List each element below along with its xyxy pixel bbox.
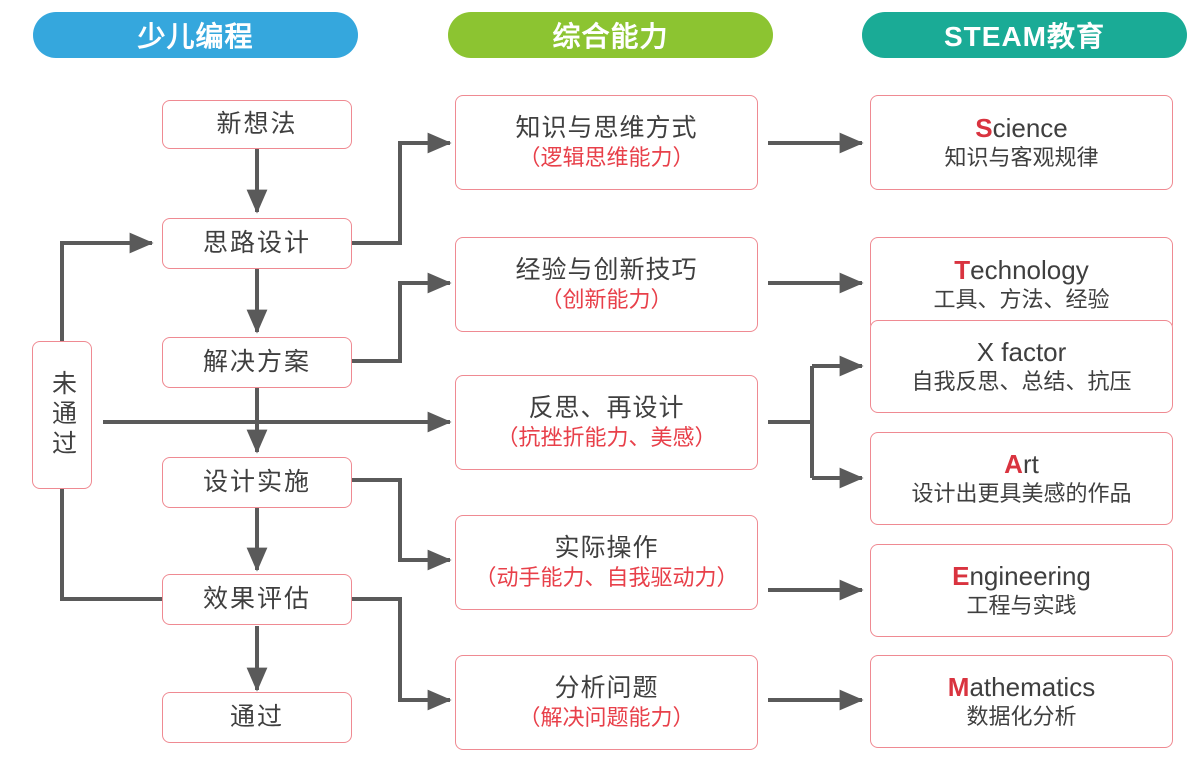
node-not-pass-label: 未通过 [48,370,77,460]
node-art-subtitle: 设计出更具美感的作品 [911,481,1132,507]
header-label-abilities: 综合能力 [552,21,669,52]
node-technology-title: Technology [954,254,1088,287]
node-technology-cap: T [954,254,971,285]
node-xfactor-title: X factor [977,336,1067,369]
node-not-pass[interactable]: 未通过 [32,341,92,489]
node-engineering-cap: E [952,560,970,591]
node-analyze-problem[interactable]: 分析问题 （解决问题能力） [455,655,758,750]
node-evaluate-label: 效果评估 [202,584,311,613]
node-mathematics-title: Mathematics [948,671,1095,704]
node-analyze-problem-title: 分析问题 [554,673,659,702]
node-solution[interactable]: 解决方案 [162,337,352,388]
node-implement-label: 设计实施 [202,467,311,496]
node-experience-innovation-subtitle: （创新能力） [540,286,673,312]
node-xfactor[interactable]: X factor 自我反思、总结、抗压 [870,320,1173,413]
node-reflect-redesign-subtitle: （抗挫折能力、美感） [496,424,717,450]
node-mathematics[interactable]: Mathematics 数据化分析 [870,655,1173,748]
wire-ideadesign-to-knowledge [352,132,452,245]
node-new-idea-label: 新想法 [216,109,298,138]
node-science-title: Science [975,112,1068,145]
wire-evaluate-to-notpass [60,489,162,601]
node-engineering-subtitle: 工程与实践 [966,593,1077,619]
node-xfactor-rest: X factor [976,336,1067,367]
node-science-rest: cience [992,112,1068,143]
node-hands-on-title: 实际操作 [554,533,659,562]
node-hands-on-subtitle: （动手能力、自我驱动力） [474,564,739,590]
node-solution-label: 解决方案 [202,347,311,376]
node-implement[interactable]: 设计实施 [162,457,352,508]
node-experience-innovation[interactable]: 经验与创新技巧 （创新能力） [455,237,758,332]
node-art-cap: A [1004,448,1023,479]
node-experience-innovation-title: 经验与创新技巧 [515,255,698,284]
node-pass-label: 通过 [229,702,284,731]
node-hands-on[interactable]: 实际操作 （动手能力、自我驱动力） [455,515,758,610]
node-science[interactable]: Science 知识与客观规律 [870,95,1173,190]
node-art[interactable]: Art 设计出更具美感的作品 [870,432,1173,525]
header-pill-steam: STEAM教育 [862,12,1187,58]
node-knowledge-thinking[interactable]: 知识与思维方式 （逻辑思维能力） [455,95,758,190]
wire-evaluate-to-analyze [352,597,452,711]
node-idea-design[interactable]: 思路设计 [162,218,352,269]
node-science-subtitle: 知识与客观规律 [944,145,1099,171]
wire-solution-to-experience [352,272,452,363]
node-engineering-rest: ngineering [969,560,1091,591]
wire-notpass-to-ideadesign [60,232,154,341]
node-mathematics-subtitle: 数据化分析 [966,704,1077,730]
node-mathematics-rest: athematics [969,671,1096,702]
node-technology[interactable]: Technology 工具、方法、经验 [870,237,1173,332]
node-art-rest: rt [1022,448,1039,479]
node-art-title: Art [1004,448,1039,481]
node-technology-subtitle: 工具、方法、经验 [933,287,1110,313]
node-new-idea[interactable]: 新想法 [162,100,352,149]
node-engineering-title: Engineering [952,560,1091,593]
header-pill-abilities: 综合能力 [448,12,773,58]
node-reflect-redesign-title: 反思、再设计 [528,393,685,422]
node-xfactor-subtitle: 自我反思、总结、抗压 [911,369,1132,395]
node-engineering[interactable]: Engineering 工程与实践 [870,544,1173,637]
node-mathematics-cap: M [947,671,970,702]
node-science-cap: S [975,112,993,143]
header-label-programming: 少儿编程 [137,21,254,52]
node-reflect-redesign[interactable]: 反思、再设计 （抗挫折能力、美感） [455,375,758,470]
wire-implement-to-handson [352,478,452,571]
node-evaluate[interactable]: 效果评估 [162,574,352,625]
node-knowledge-thinking-title: 知识与思维方式 [515,113,698,142]
node-analyze-problem-subtitle: （解决问题能力） [518,704,695,730]
node-pass[interactable]: 通过 [162,692,352,743]
node-knowledge-thinking-subtitle: （逻辑思维能力） [518,144,695,170]
node-idea-design-label: 思路设计 [202,228,311,257]
header-pill-programming: 少儿编程 [33,12,358,58]
header-label-steam: STEAM教育 [943,21,1105,52]
node-technology-rest: echnology [970,254,1089,285]
